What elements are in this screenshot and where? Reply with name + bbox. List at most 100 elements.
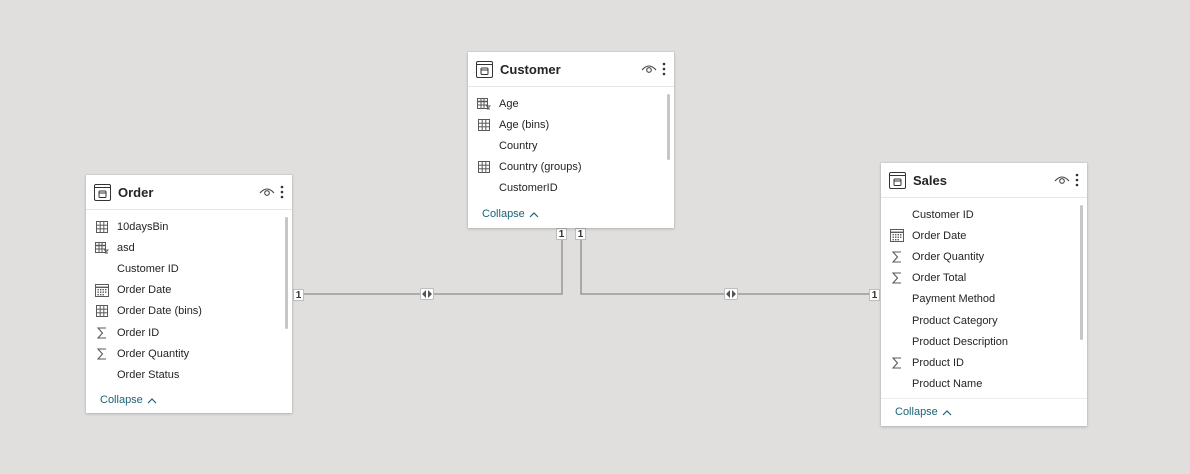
eye-icon[interactable]	[259, 186, 275, 198]
field-row[interactable]: Order ID	[86, 322, 292, 343]
table-icon	[94, 183, 111, 201]
table-title: Sales	[913, 172, 947, 188]
collapse-button[interactable]: Collapse	[482, 208, 539, 220]
chevron-up-icon	[529, 211, 539, 218]
field-row[interactable]: Product ID	[881, 352, 1087, 373]
field-icon-placeholder	[477, 139, 491, 153]
collapse-button[interactable]: Collapse	[895, 406, 952, 418]
cross-filter-both-icon[interactable]	[724, 288, 738, 300]
field-row[interactable]: asd	[86, 237, 292, 258]
table-icon	[889, 171, 906, 189]
eye-icon[interactable]	[1054, 174, 1070, 186]
field-icon-placeholder	[477, 181, 491, 195]
field-label: Order Total	[912, 272, 967, 285]
field-label: Product Category	[912, 314, 998, 327]
field-label: asd	[117, 241, 135, 254]
field-row[interactable]: Order Total	[881, 268, 1087, 289]
field-row[interactable]: 10daysBin	[86, 216, 292, 237]
field-label: Customer ID	[117, 262, 179, 275]
field-label: Age	[499, 97, 519, 110]
eye-icon[interactable]	[641, 63, 657, 75]
field-row[interactable]: Order Date	[86, 280, 292, 301]
bins-grid-icon	[95, 220, 109, 234]
field-label: Order Date	[912, 229, 967, 242]
collapse-label: Collapse	[482, 208, 525, 220]
more-options-icon[interactable]	[278, 184, 286, 200]
table-title: Order	[118, 184, 154, 200]
sigma-icon	[890, 250, 904, 264]
field-label: Customer ID	[912, 208, 974, 221]
field-row[interactable]: Age	[468, 93, 674, 114]
scrollbar[interactable]	[285, 217, 288, 329]
bins-grid-icon	[477, 160, 491, 174]
scrollbar[interactable]	[1080, 205, 1083, 340]
field-icon-placeholder	[95, 368, 109, 382]
field-label: Order Quantity	[912, 250, 985, 263]
divider	[881, 398, 1087, 399]
cardinality-marker: 1	[556, 228, 567, 240]
field-label: CustomerID	[499, 182, 558, 195]
table-icon	[476, 60, 493, 78]
field-icon-placeholder	[890, 314, 904, 328]
calendar-icon	[95, 283, 109, 297]
field-label: Product Name	[912, 378, 983, 391]
collapse-button[interactable]: Collapse	[100, 394, 157, 406]
field-row[interactable]: Order Status	[86, 364, 292, 385]
field-row[interactable]: Order Quantity	[86, 343, 292, 364]
calculated-table-icon	[477, 97, 491, 111]
field-icon-placeholder	[890, 377, 904, 391]
relationship-line-customer-sales	[580, 240, 875, 295]
chevron-up-icon	[942, 409, 952, 416]
field-row[interactable]: Product Category	[881, 310, 1087, 331]
table-header[interactable]: Sales	[881, 163, 1087, 198]
sigma-icon	[95, 326, 109, 340]
table-header[interactable]: Order	[86, 175, 292, 210]
field-label: Order Quantity	[117, 347, 190, 360]
field-row[interactable]: Product Name	[881, 374, 1087, 395]
cardinality-marker: 1	[293, 289, 304, 301]
field-row[interactable]: CustomerID	[468, 178, 674, 199]
field-row[interactable]: Order Date (bins)	[86, 301, 292, 322]
field-label: 10daysBin	[117, 220, 169, 233]
table-title: Customer	[500, 61, 561, 77]
sigma-icon	[890, 271, 904, 285]
field-row[interactable]: Customer ID	[86, 258, 292, 279]
field-label: Product Description	[912, 335, 1008, 348]
field-label: Payment Method	[912, 293, 996, 306]
collapse-label: Collapse	[100, 394, 143, 406]
field-label: Order Date (bins)	[117, 305, 202, 318]
scrollbar[interactable]	[667, 94, 670, 160]
field-icon-placeholder	[890, 335, 904, 349]
field-label: Country (groups)	[499, 161, 582, 174]
field-row[interactable]: Order Quantity	[881, 246, 1087, 267]
field-label: Country	[499, 139, 538, 152]
more-options-icon[interactable]	[660, 61, 668, 77]
field-row[interactable]: Product Description	[881, 331, 1087, 352]
field-label: Product ID	[912, 356, 964, 369]
table-header[interactable]: Customer	[468, 52, 674, 87]
field-row[interactable]: Payment Method	[881, 289, 1087, 310]
sigma-icon	[95, 347, 109, 361]
field-row[interactable]: Country (groups)	[468, 157, 674, 178]
cardinality-marker: 1	[869, 289, 880, 301]
field-row[interactable]: Country	[468, 135, 674, 156]
field-row[interactable]: Customer ID	[881, 204, 1087, 225]
cardinality-marker: 1	[575, 228, 586, 240]
sigma-icon	[890, 356, 904, 370]
bins-grid-icon	[477, 118, 491, 132]
cross-filter-both-icon[interactable]	[420, 288, 434, 300]
field-row[interactable]: Age (bins)	[468, 114, 674, 135]
calendar-icon	[890, 229, 904, 243]
field-label: Age (bins)	[499, 118, 550, 131]
field-row[interactable]: Order Date	[881, 225, 1087, 246]
field-icon-placeholder	[95, 262, 109, 276]
field-icon-placeholder	[890, 208, 904, 222]
more-options-icon[interactable]	[1073, 172, 1081, 188]
